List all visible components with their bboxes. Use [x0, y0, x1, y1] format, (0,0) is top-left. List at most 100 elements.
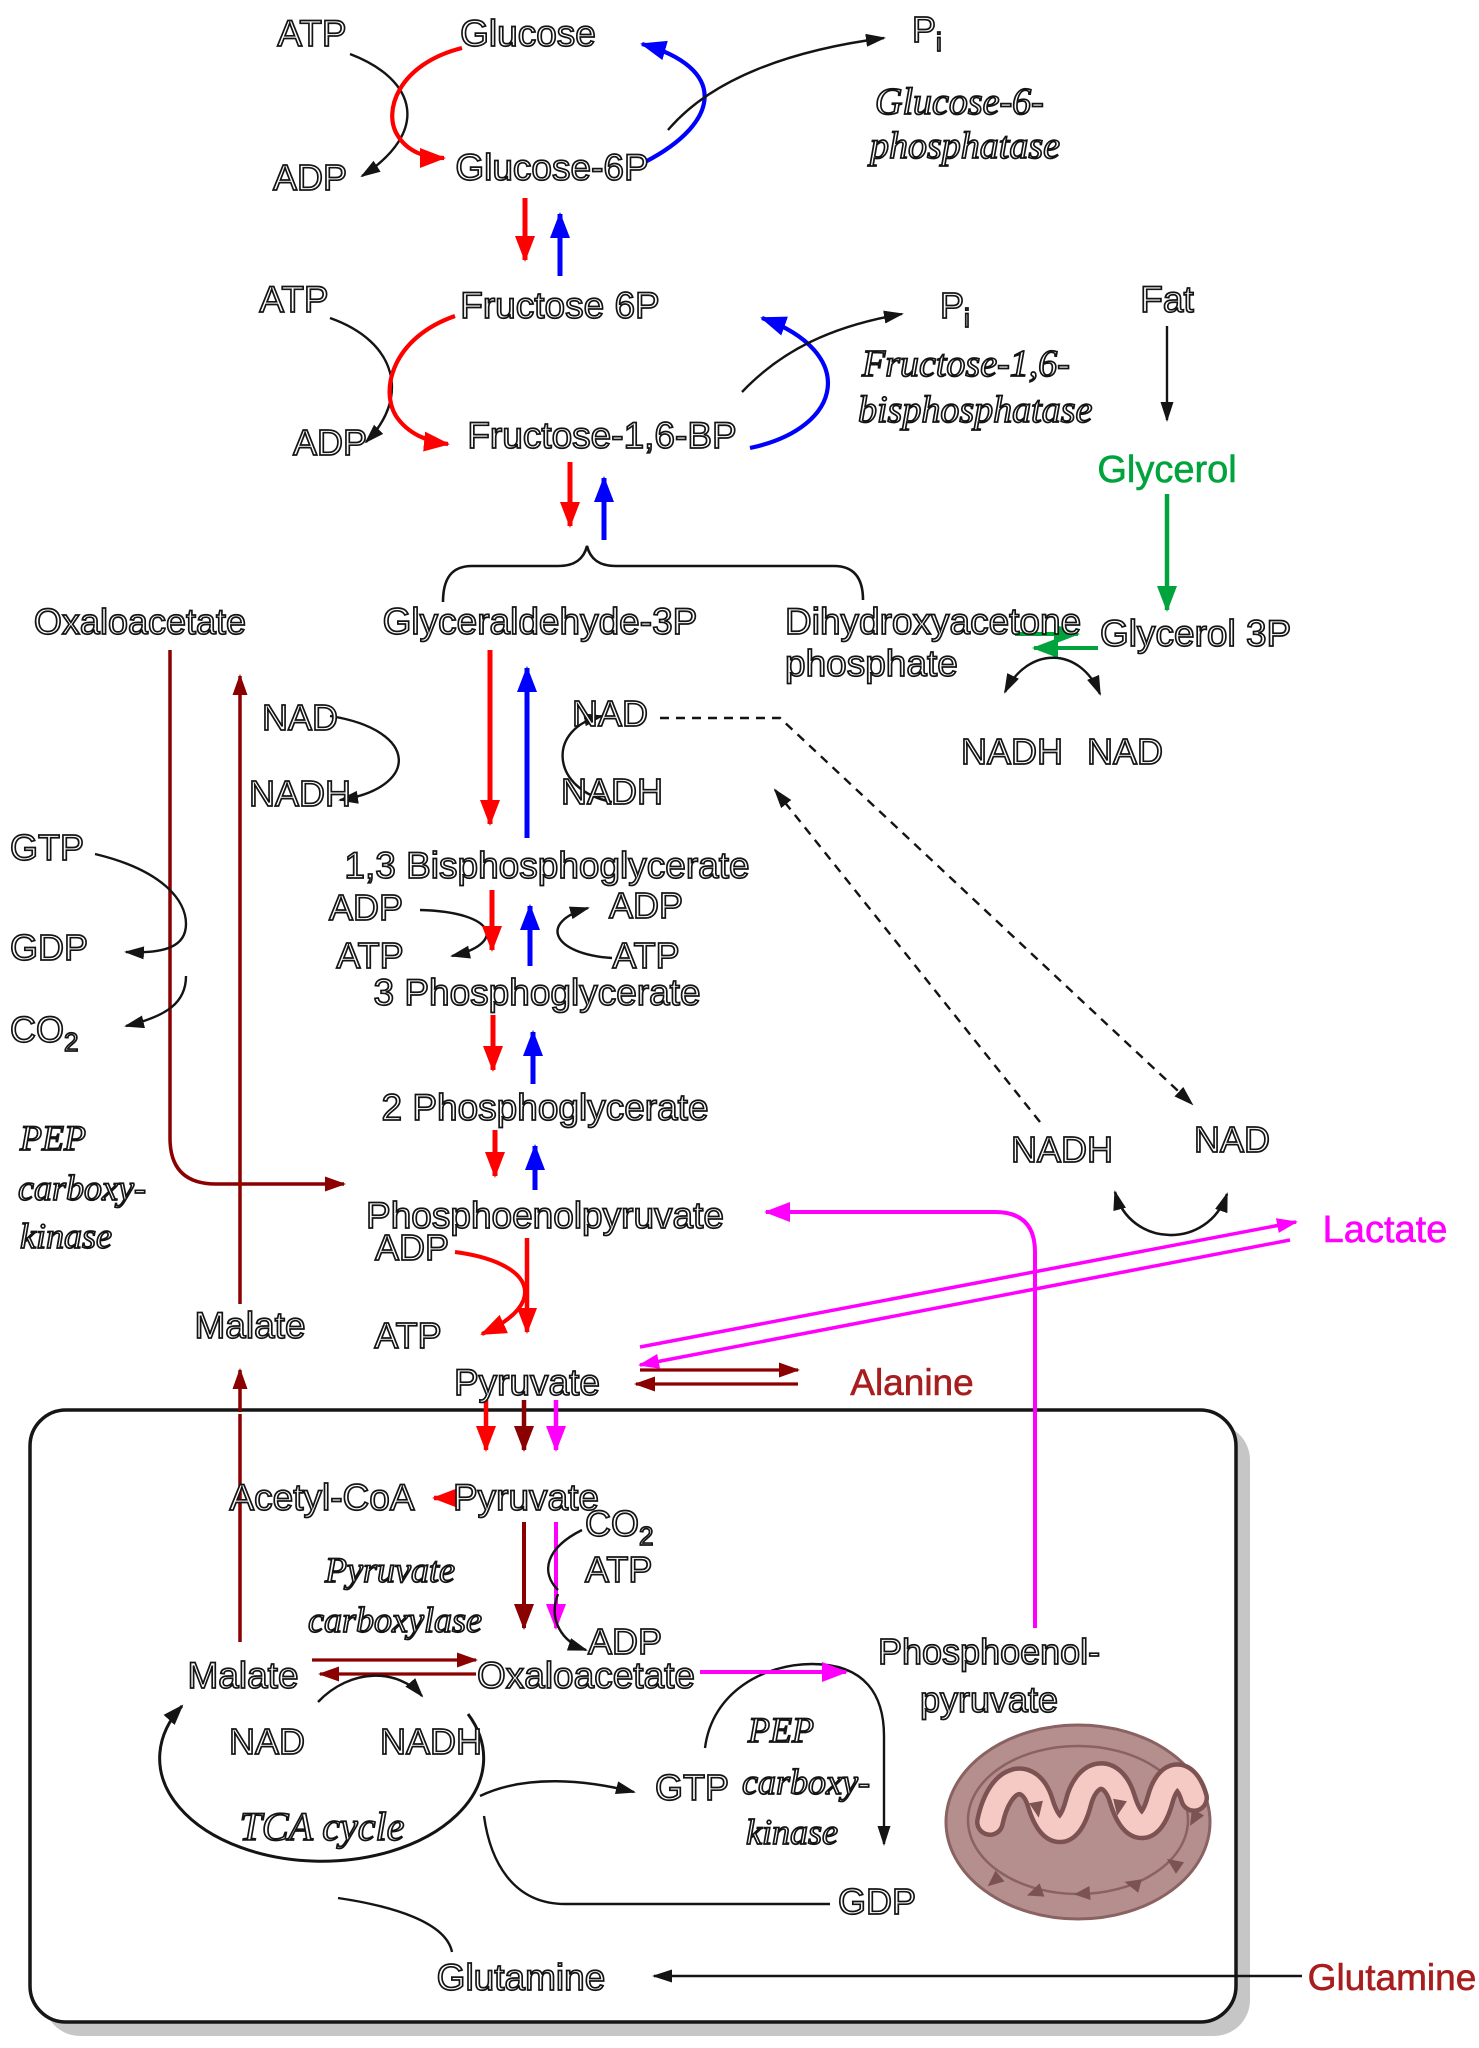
glucose-label: Glucose	[460, 13, 596, 54]
nad-shuttle-dashed-arrow	[660, 716, 1194, 1106]
co2-cytosol-label: CO2	[10, 1009, 78, 1057]
pyruvate-cytosol-label: Pyruvate	[454, 1362, 600, 1403]
fat-label: Fat	[1140, 279, 1194, 320]
pyruvate-carboxylase-line2-label: carboxylase	[308, 1600, 482, 1640]
adp-pgk-left-label: ADP	[329, 887, 403, 928]
nadh-ldh-label: NADH	[1011, 1129, 1113, 1170]
pepck-gtp-gdp-arc-arrow	[703, 1662, 891, 1846]
acetyl-coa-label: Acetyl-CoA	[229, 1477, 414, 1518]
f16bpase-line2-label: bisphosphatase	[858, 389, 1092, 431]
pepck-cytosol-line2-label: carboxy-	[18, 1168, 146, 1208]
nadh-mito-label: NADH	[380, 1721, 482, 1762]
atp-pgk-left-label: ATP	[336, 935, 403, 976]
tca-circle-arrow	[158, 1704, 486, 1863]
atp-mito-label: ATP	[585, 1549, 652, 1590]
nadh-gapdh-left-label: NADH	[249, 773, 351, 814]
pepck-cytosol-line1-label: PEP	[19, 1118, 86, 1158]
pepck-mito-line2-label: carboxy-	[742, 1762, 870, 1802]
nadh-g3pdh-label: NADH	[961, 731, 1063, 772]
pepck-mito-line1-label: PEP	[747, 1710, 814, 1750]
pep-cytosol-label: Phosphoenolpyruvate	[366, 1195, 724, 1236]
g6pase-line1-label: Glucose-6-	[875, 81, 1044, 123]
nad-g3pdh-label: NAD	[1087, 731, 1163, 772]
pg-2-label: 2 Phosphoglycerate	[381, 1087, 708, 1128]
mdh-nad-nadh-arc-arrow	[317, 1674, 424, 1703]
gapdh-nad-arc-left-arrow	[329, 714, 400, 804]
gapdh-nad-arc-right-arrow	[561, 713, 613, 804]
aldolase-brace-arrow	[441, 545, 865, 603]
pyruvate-lactate-diag-arrow	[639, 1218, 1298, 1349]
pep-mito-line2-label: pyruvate	[920, 1679, 1058, 1720]
glutamine-to-tca-arc-arrow	[337, 1896, 454, 1953]
malate-cytosol-label: Malate	[194, 1305, 305, 1346]
f16bp-to-pi-arc-arrow	[741, 310, 904, 393]
co2-release-arc-arrow	[124, 975, 188, 1029]
nad-ldh-label: NAD	[1194, 1119, 1270, 1160]
glyceraldehyde-3p-label: Glyceraldehyde-3P	[383, 601, 698, 642]
dhap-line2-label: phosphate	[785, 643, 958, 684]
fructose-16bp-label: Fructose-1,6-BP	[467, 415, 736, 456]
oxaloacetate-mito-label: Oxaloacetate	[477, 1655, 695, 1696]
tca-cycle-label: TCA cycle	[240, 1804, 405, 1849]
atp-adp-pfk-arc-arrow	[329, 316, 393, 444]
glutamine-mito-label: Glutamine	[437, 1957, 606, 1998]
f6p-to-f16bp-red-arrow	[387, 314, 456, 452]
mitochondrion-illustration	[944, 1723, 1212, 1921]
glutamine-external-label: Glutamine	[1308, 1957, 1477, 1998]
nad-gapdh-right-label: NAD	[572, 693, 648, 734]
adp-pyruvate-kinase-label: ADP	[375, 1227, 449, 1268]
atp-adp-hexokinase-arc-arrow	[349, 52, 409, 178]
glucose-6p-label: Glucose-6P	[455, 147, 648, 188]
pc-adp-arc-arrow	[553, 1593, 588, 1652]
bpg-13-label: 1,3 Bisphosphoglycerate	[344, 845, 749, 886]
f16bpase-line1-label: Fructose-1,6-	[861, 343, 1070, 385]
tca-to-gtp-arrow	[479, 1780, 636, 1798]
pi-f16bpase-label: Pi	[940, 285, 970, 333]
g6pase-line2-label: phosphatase	[867, 125, 1060, 167]
gdp-mito-label: GDP	[838, 1881, 916, 1922]
gdp-return-line-arrow	[482, 1815, 830, 1906]
atp-hexokinase-label: ATP	[277, 13, 346, 54]
pg-3-label: 3 Phosphoglycerate	[373, 972, 700, 1013]
pc-co2-atp-arc-arrow	[547, 1528, 583, 1591]
dhap-line1-label: Dihydroxyacetone	[785, 601, 1081, 642]
mitochondrion-box	[28, 1408, 1238, 2024]
adp-hexokinase-label: ADP	[273, 157, 347, 198]
glycerol-label: Glycerol	[1097, 449, 1236, 491]
adp-pfk-label: ADP	[293, 422, 367, 463]
atp-pfk-label: ATP	[259, 279, 328, 320]
f16bp-to-f6p-blue-arrow	[749, 316, 831, 451]
g6p-to-pi-arc-arrow	[667, 33, 886, 131]
alanine-label: Alanine	[850, 1362, 973, 1403]
gtp-mito-label: GTP	[655, 1767, 729, 1808]
pgk-atp-adp-arc-right-arrow	[556, 906, 613, 960]
adp-mito-label: ADP	[588, 1621, 662, 1662]
g3p-nad-arc-arrow	[1003, 656, 1102, 696]
oxaloacetate-cytosol-label: Oxaloacetate	[34, 601, 246, 642]
oaa-to-pep-darkred-arrow	[168, 650, 346, 1192]
pepck-mito-line3-label: kinase	[746, 1812, 838, 1852]
pk-adp-atp-red-arc-arrow	[454, 1250, 527, 1336]
gtp-gdp-arc-arrow	[94, 852, 188, 960]
glycerol-3p-label: Glycerol 3P	[1100, 613, 1291, 654]
pgk-adp-atp-arc-left-arrow	[419, 908, 488, 959]
gtp-cytosol-label: GTP	[10, 827, 84, 868]
gdp-cytosol-label: GDP	[10, 927, 88, 968]
pi-g6pase-label: Pi	[912, 9, 942, 57]
co2-mito-label: CO2	[585, 1503, 653, 1551]
atp-pgk-right-label: ATP	[612, 935, 679, 976]
pep-mito-line1-label: Phosphoenol-	[878, 1631, 1100, 1672]
lactate-pyruvate-diag-arrow	[638, 1238, 1291, 1369]
fructose-6p-label: Fructose 6P	[460, 285, 659, 326]
nadh-gapdh-right-label: NADH	[561, 771, 663, 812]
adp-pgk-right-label: ADP	[609, 885, 683, 926]
malate-mito-label: Malate	[187, 1655, 298, 1696]
pyruvate-mito-label: Pyruvate	[453, 1477, 599, 1518]
atp-pyruvate-kinase-label: ATP	[374, 1315, 441, 1356]
nadh-shuttle-dashed-arrow	[773, 788, 1041, 1123]
pyruvate-carboxylase-line1-label: Pyruvate	[324, 1550, 455, 1590]
ldh-nadh-nad-arc-arrow	[1113, 1190, 1229, 1237]
lactate-label: Lactate	[1323, 1209, 1448, 1251]
